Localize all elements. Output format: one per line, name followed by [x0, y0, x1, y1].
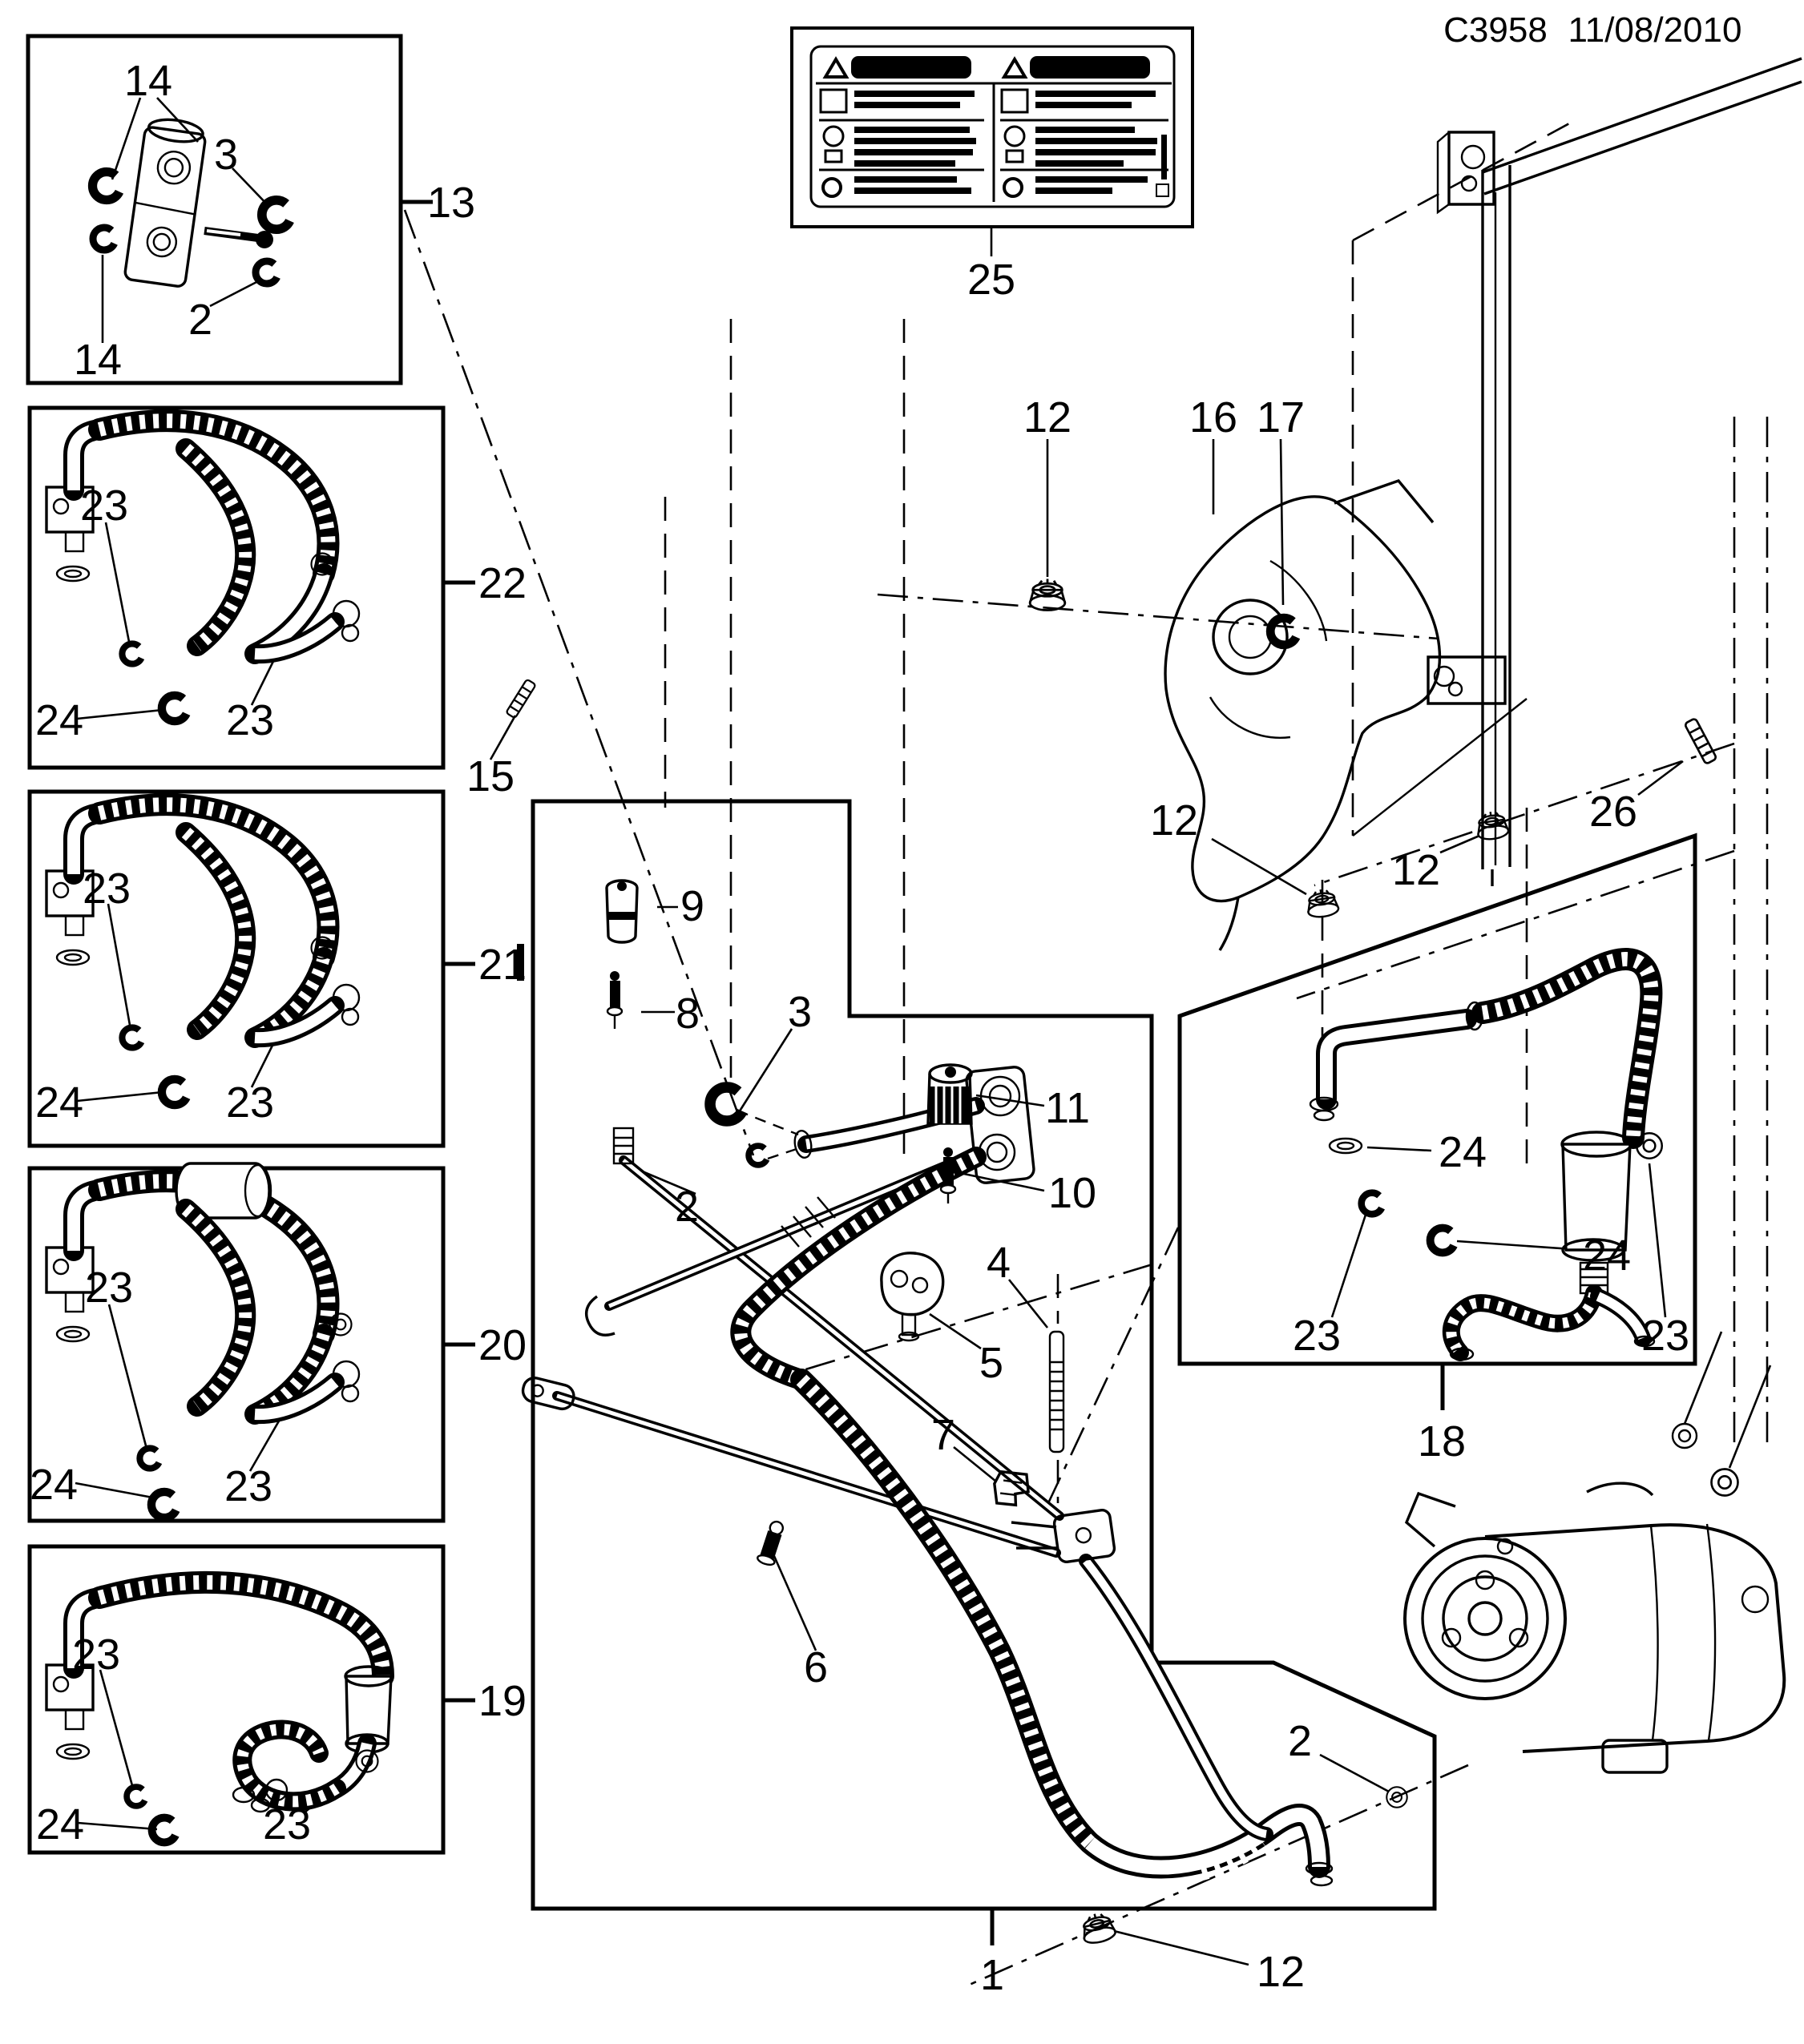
callout-23-6: 23	[80, 482, 128, 530]
callout-25-5: 25	[967, 256, 1015, 304]
callout-12-21: 12	[1023, 393, 1072, 441]
callout-23-37: 23	[263, 1800, 311, 1848]
clip-7	[993, 1470, 1030, 1507]
callout-24-41: 24	[1583, 1232, 1631, 1280]
callout-23-33: 23	[224, 1462, 272, 1510]
hose-assembly-21	[45, 793, 361, 1105]
callout-22-9: 22	[478, 559, 527, 607]
inset-box-22	[27, 405, 446, 770]
pressure-sensor-5	[880, 1252, 945, 1342]
callout-14-4: 14	[74, 336, 122, 384]
callout-2-3: 2	[188, 296, 212, 344]
callout-2-46: 2	[1288, 1717, 1312, 1765]
inset-box-18	[1177, 833, 1697, 1366]
callout-4-27: 4	[987, 1239, 1011, 1287]
manual-book-icon	[819, 88, 1029, 114]
o-ring-2	[749, 1146, 768, 1165]
o-ring-23	[1362, 1193, 1383, 1215]
callout-10-20: 10	[1048, 1169, 1096, 1217]
hose-assembly-20	[45, 1162, 361, 1518]
gear-icon	[822, 125, 1026, 163]
seal-washer-2	[256, 261, 278, 284]
construction-lines	[403, 120, 1769, 1988]
service-cap-9	[605, 879, 639, 944]
callout-11-19: 11	[1045, 1084, 1090, 1132]
condenser-reference	[1427, 57, 1802, 886]
inset-box-13	[26, 34, 403, 385]
inset-box-21	[27, 789, 446, 1148]
compressor-reference	[1403, 1422, 1786, 1774]
flange-nut-12	[1474, 808, 1511, 842]
callout-26-26: 26	[1589, 788, 1637, 836]
seal-washer-3	[262, 200, 291, 229]
callout-19-38: 19	[478, 1677, 527, 1725]
pipe-assembly-1	[505, 678, 1408, 1947]
bolt-13	[204, 227, 273, 248]
callout-12-45: 12	[1257, 1948, 1305, 1996]
callout-24-36: 24	[36, 1800, 84, 1848]
callout-17-23: 17	[1257, 393, 1305, 441]
seal-washer-24	[1431, 1228, 1455, 1253]
callout-9-15: 9	[680, 882, 704, 930]
warning-label-25	[790, 26, 1194, 228]
callout-24-32: 24	[30, 1461, 78, 1509]
callout-24-7: 24	[35, 696, 83, 744]
wrench-icon	[821, 177, 1023, 198]
callout-12-25: 12	[1392, 846, 1440, 894]
o-ring-port	[1710, 1468, 1739, 1497]
flange-nut-12	[1028, 578, 1067, 611]
warning-triangle-icon	[822, 56, 1028, 79]
callout-6-30: 6	[804, 1643, 828, 1691]
bolt-26	[1683, 716, 1718, 766]
callout-20-34: 20	[478, 1321, 527, 1369]
callout-23-31: 23	[85, 1264, 133, 1312]
flange-nut-12	[1078, 1909, 1118, 1947]
drawing-code: C3958	[1443, 10, 1548, 50]
hose-assembly-19	[45, 1570, 394, 1843]
drawing-date: 11/08/2010	[1568, 10, 1742, 50]
callout-23-40: 23	[1293, 1312, 1341, 1360]
callout-2-18: 2	[675, 1183, 699, 1231]
junction-block-kit-13	[93, 118, 292, 288]
callout-1-44: 1	[980, 1951, 1004, 1999]
stud-15	[505, 678, 537, 720]
muffler-hose-assembly-18	[1304, 716, 1718, 1361]
hose-assembly-22	[45, 409, 361, 721]
callout-3-1: 3	[214, 131, 238, 179]
seal-washer-24	[1328, 1137, 1363, 1155]
o-ring-14	[93, 172, 121, 200]
callout-14-0: 14	[124, 57, 172, 105]
bracket-16	[1028, 479, 1442, 951]
callout-15-10: 15	[466, 752, 515, 800]
snap-ring-17	[1270, 618, 1298, 645]
callout-23-11: 23	[83, 865, 131, 913]
callout-23-42: 23	[1641, 1312, 1689, 1360]
callout-3-17: 3	[788, 988, 812, 1036]
main-box-1	[531, 799, 1437, 1911]
callout-24-12: 24	[35, 1078, 83, 1127]
leader-lines	[75, 97, 1772, 1966]
callout-23-35: 23	[72, 1631, 120, 1679]
o-ring-port	[1671, 1422, 1698, 1449]
service-cap-11	[926, 1063, 973, 1125]
callout-12-24: 12	[1150, 796, 1198, 845]
o-ring-14	[93, 228, 115, 250]
valve-core-8	[606, 971, 624, 1029]
valve-core-10	[939, 1147, 957, 1203]
callout-16-22: 16	[1189, 393, 1237, 441]
charge-valve-6	[757, 1520, 784, 1566]
callout-5-28: 5	[979, 1339, 1003, 1387]
callout-24-39: 24	[1439, 1128, 1487, 1176]
callout-23-13: 23	[226, 1078, 274, 1127]
callout-13-2: 13	[427, 179, 475, 227]
callout-21-14: 21	[478, 941, 527, 989]
stud-4	[1048, 1330, 1065, 1453]
callout-8-16: 8	[676, 990, 700, 1038]
callout-7-29: 7	[931, 1411, 955, 1459]
callout-23-8: 23	[226, 696, 274, 744]
callout-18-43: 18	[1418, 1417, 1466, 1465]
o-ring-3	[710, 1087, 744, 1121]
